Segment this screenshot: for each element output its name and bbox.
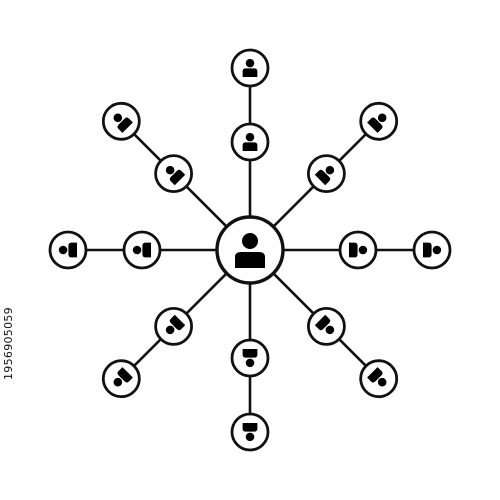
node-inner-up-left: [154, 154, 194, 194]
node-inner-down: [230, 338, 270, 378]
node-ring: [230, 412, 270, 452]
person-head: [242, 233, 258, 249]
person-icon: [113, 367, 133, 387]
node-ring: [412, 230, 452, 270]
node-ring: [48, 230, 88, 270]
node-ring: [230, 338, 270, 378]
hub-ring: [215, 215, 285, 285]
person-icon: [165, 314, 186, 335]
person-icon: [113, 113, 133, 133]
node-ring: [154, 306, 194, 346]
node-outer-up-right: [359, 101, 399, 141]
node-inner-right: [338, 230, 378, 270]
person-body: [235, 252, 265, 268]
node-outer-right: [412, 230, 452, 270]
person-icon: [165, 165, 186, 186]
node-ring: [338, 230, 378, 270]
node-outer-down-left: [101, 359, 141, 399]
node-ring: [359, 101, 399, 141]
node-inner-up: [230, 122, 270, 162]
hub-node: [215, 215, 285, 285]
person-icon: [242, 348, 258, 368]
node-outer-up: [230, 48, 270, 88]
node-ring: [359, 359, 399, 399]
node-ring: [122, 230, 162, 270]
side-code-text: 1956905059: [2, 307, 15, 380]
node-inner-up-right: [306, 154, 346, 194]
network-nodes: [48, 48, 452, 452]
node-ring: [230, 122, 270, 162]
person-icon: [348, 242, 368, 258]
node-inner-left: [122, 230, 162, 270]
node-ring: [154, 154, 194, 194]
node-ring: [306, 306, 346, 346]
person-icon: [242, 132, 258, 152]
person-icon: [314, 314, 335, 335]
person-icon: [132, 242, 152, 258]
person-icon: [367, 113, 387, 133]
node-outer-up-left: [101, 101, 141, 141]
person-icon: [242, 58, 258, 78]
person-icon: [58, 242, 78, 258]
person-icon: [242, 422, 258, 442]
node-ring: [101, 359, 141, 399]
node-ring: [230, 48, 270, 88]
person-icon: [422, 242, 442, 258]
node-inner-down-left: [154, 306, 194, 346]
node-inner-down-right: [306, 306, 346, 346]
person-icon: [314, 165, 335, 186]
person-icon: [367, 367, 387, 387]
node-ring: [306, 154, 346, 194]
node-outer-down-right: [359, 359, 399, 399]
node-ring: [101, 101, 141, 141]
node-outer-left: [48, 230, 88, 270]
node-outer-down: [230, 412, 270, 452]
